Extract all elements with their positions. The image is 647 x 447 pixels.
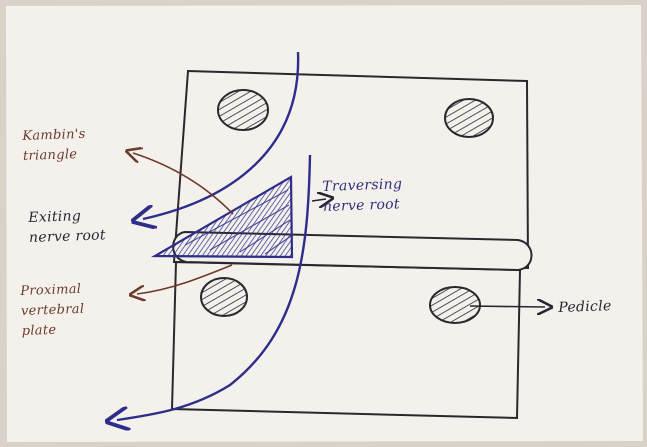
triangle-scribble-strokes	[184, 189, 292, 255]
traversing-leader	[311, 199, 326, 201]
traversing-label-line-2: nerve root	[322, 196, 401, 215]
proximal-vertebral-plate-label: Proximal vertebral plate	[20, 280, 85, 342]
traversing-nerve-root-label: Traversing nerve root	[322, 174, 403, 217]
exiting-label-line-1: Exiting	[28, 208, 82, 226]
traversing-nerve-root-curve	[117, 154, 312, 420]
proximal-label-line-3: plate	[21, 322, 57, 339]
proximal-label-line-2: vertebral	[20, 301, 85, 319]
upper-vertebral-body	[172, 69, 530, 270]
proximal-plate-leader	[137, 264, 233, 294]
kambins-triangle-label: Kambin's triangle	[22, 125, 87, 167]
pedicle-label: Pedicle	[558, 298, 612, 316]
traversing-label-line-1: Traversing	[322, 176, 403, 195]
pedicle-upper-right	[444, 98, 494, 138]
pedicle-upper-left	[217, 89, 269, 131]
pedicle-lower-left	[200, 277, 248, 317]
proximal-label-line-1: Proximal	[20, 281, 82, 299]
exiting-label-line-2: nerve root	[28, 227, 107, 246]
exiting-nerve-root-label: Exiting nerve root	[28, 205, 106, 248]
pedicle-lower-right	[429, 286, 481, 324]
kambins-triangle-shape	[150, 175, 294, 259]
kambins-label-line-2: triangle	[22, 147, 78, 164]
kambins-triangle-leader	[133, 153, 234, 215]
kambins-label-line-1: Kambin's	[22, 126, 86, 144]
exiting-nerve-root-curve	[143, 51, 300, 219]
pedicle-leader	[469, 306, 545, 307]
